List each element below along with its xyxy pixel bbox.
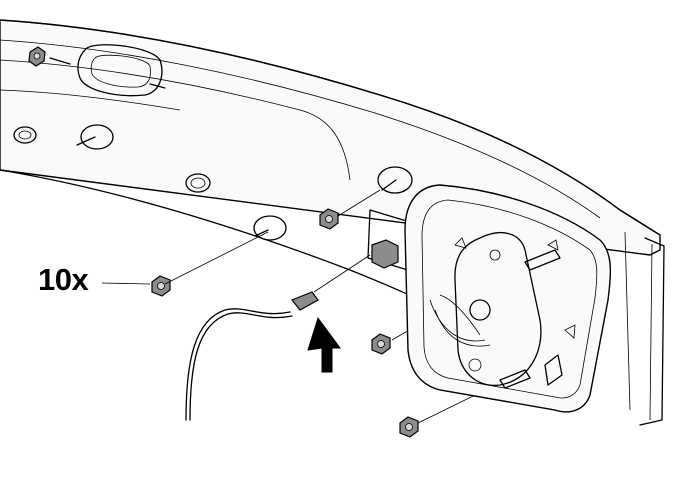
callout-leader bbox=[101, 282, 151, 285]
connector-socket bbox=[367, 209, 411, 271]
hex-nut-icon bbox=[28, 46, 419, 438]
mounting-holes bbox=[13, 124, 413, 241]
leader-to-socket bbox=[313, 254, 371, 293]
studs bbox=[49, 57, 397, 237]
leader-to-stud-2 bbox=[337, 189, 381, 217]
wiring-harness bbox=[185, 291, 319, 421]
arrow-up-icon bbox=[307, 316, 341, 373]
leader-to-stud bbox=[164, 231, 269, 285]
quantity-callout-label: 10x bbox=[38, 262, 89, 297]
tail-lamp-connector-icon bbox=[404, 184, 612, 413]
handle-recess bbox=[77, 44, 163, 97]
